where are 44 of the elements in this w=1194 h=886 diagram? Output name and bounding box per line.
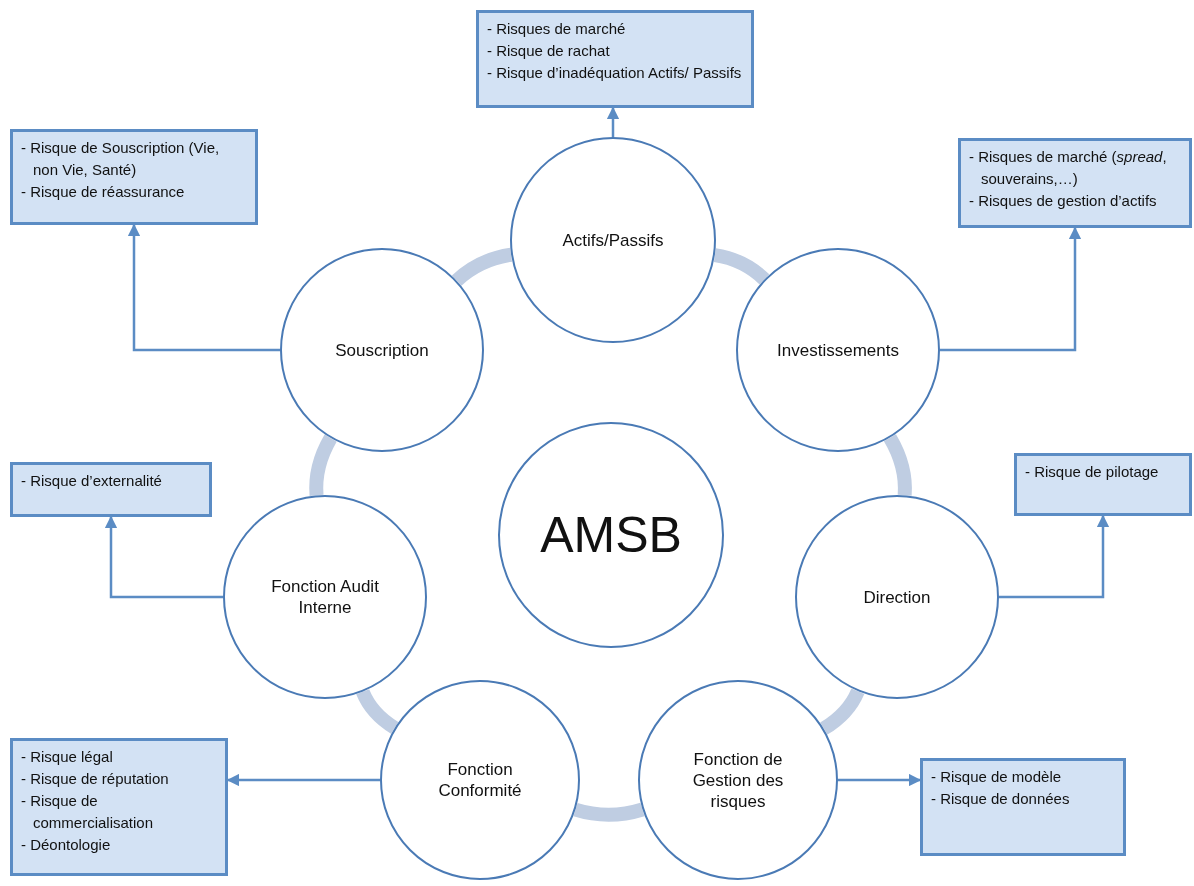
arrow xyxy=(999,514,1110,599)
risk-item: - Risque d’inadéquation Actifs/ Passifs xyxy=(487,63,743,83)
risk-item: - Risques de gestion d’actifs xyxy=(969,191,1158,211)
risk-list-box xyxy=(10,129,258,225)
risk-item: - Risque de modèle xyxy=(931,767,1063,787)
risk-list-box xyxy=(10,462,212,517)
ring-segment xyxy=(356,689,399,734)
arrow xyxy=(940,226,1082,352)
risk-list-box xyxy=(10,738,228,876)
risk-item: - Risque de commercialisation xyxy=(21,791,155,833)
risk-item: - Risques de marché (spread, souverains,…) xyxy=(969,147,1168,189)
ring-segment xyxy=(573,802,645,822)
risk-item: - Risque de rachat xyxy=(487,41,611,61)
node-label: Investissements xyxy=(777,339,899,361)
risk-item: - Risque de pilotage xyxy=(1025,462,1160,482)
ring-segment xyxy=(713,248,770,285)
node-label: Fonction de Gestion des risques xyxy=(691,748,785,812)
arrow xyxy=(606,106,620,137)
risk-list-box xyxy=(920,758,1126,856)
node-label: AMSB xyxy=(540,507,682,563)
ring-segment xyxy=(452,247,513,286)
risk-item: - Déontologie xyxy=(21,835,112,855)
risk-item: - Risques de marché xyxy=(487,19,627,39)
arrow xyxy=(226,773,380,787)
risk-list-box xyxy=(958,138,1192,228)
arrow xyxy=(127,223,280,352)
arrow xyxy=(838,773,922,787)
risk-item: - Risque de réassurance xyxy=(21,182,186,202)
node-label: Actifs/Passifs xyxy=(562,229,664,251)
risk-item: - Risque de réputation xyxy=(21,769,170,789)
ring-segment xyxy=(309,434,337,496)
risk-item: - Risque d’externalité xyxy=(21,471,163,491)
node-label: Souscription xyxy=(335,339,429,361)
arrow xyxy=(104,515,223,599)
risk-item: - Risque légal xyxy=(21,747,114,767)
node-label: Fonction Audit Interne xyxy=(270,576,380,618)
risk-item: - Risque de données xyxy=(931,789,1071,809)
node-label: Fonction Conformité xyxy=(437,759,523,801)
risk-list-box xyxy=(1014,453,1192,516)
risk-list-box xyxy=(476,10,754,108)
node-label: Direction xyxy=(863,586,931,608)
ring-segment xyxy=(820,688,865,735)
risk-item: - Risque de Souscription (Vie, non Vie, Santé) xyxy=(21,138,221,180)
ring-segment xyxy=(883,434,912,496)
